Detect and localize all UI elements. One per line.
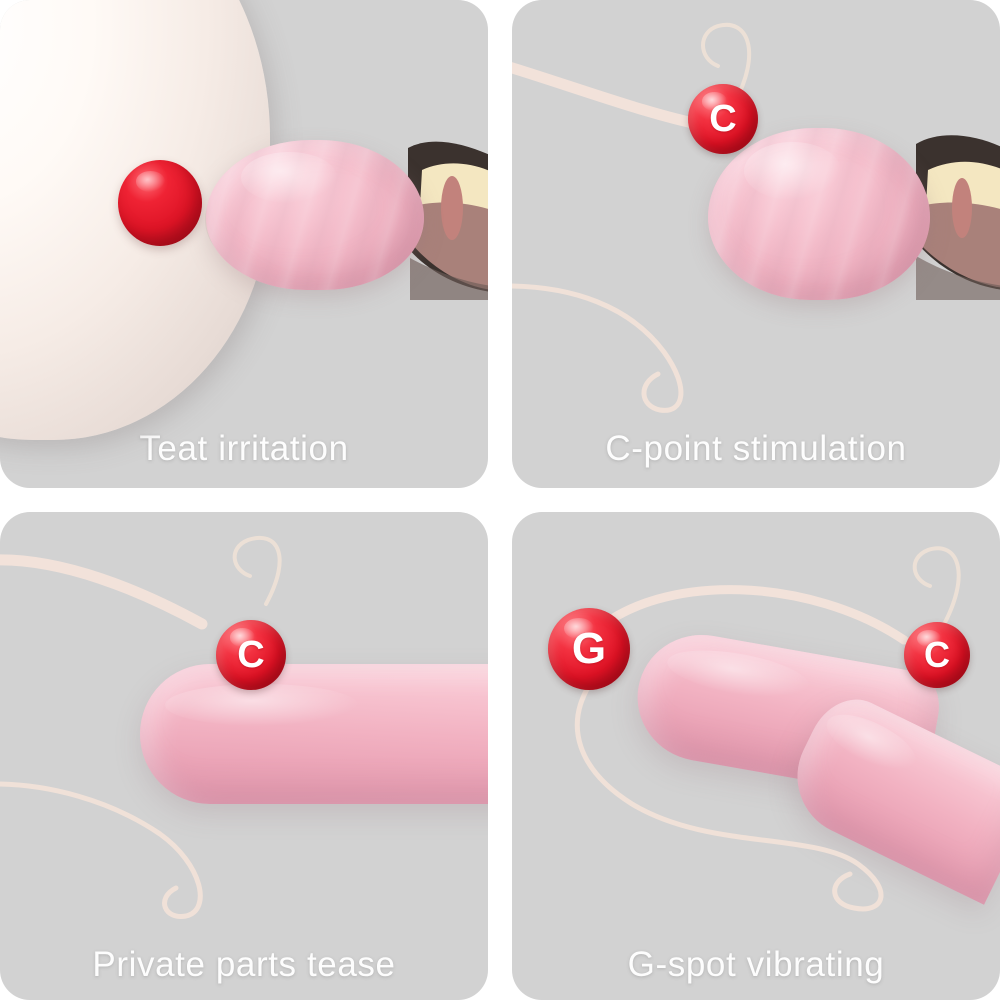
bulb-gloss-highlight bbox=[240, 152, 337, 203]
g-spot-badge[interactable]: G bbox=[548, 608, 630, 690]
c-point-badge[interactable]: C bbox=[688, 84, 758, 154]
red-sphere bbox=[118, 160, 202, 246]
c-point-badge[interactable]: C bbox=[904, 622, 970, 688]
panel-caption: Teat irritation bbox=[139, 428, 349, 468]
scene-g-spot-vibrating: G C bbox=[512, 512, 1000, 1000]
ribbed-bulb-head bbox=[708, 128, 930, 300]
c-point-badge-letter: C bbox=[924, 634, 950, 675]
cropped-hand-edge bbox=[916, 130, 1000, 300]
shaft-highlight bbox=[165, 683, 359, 726]
ribbed-bulb-head bbox=[206, 140, 424, 290]
cord-lower bbox=[0, 781, 203, 919]
panel-caption: G-spot vibrating bbox=[627, 944, 885, 984]
panel-caption: Private parts tease bbox=[92, 944, 396, 984]
scene-c-point-stimulation: C bbox=[512, 0, 1000, 488]
panel-g-spot-vibrating[interactable]: G C G-spot vibrating bbox=[512, 512, 1000, 1000]
g-spot-badge-letter: G bbox=[571, 624, 607, 673]
c-point-badge-letter: C bbox=[709, 97, 737, 140]
panel-private-parts-tease[interactable]: C Private parts tease bbox=[0, 512, 488, 1000]
cropped-hand-edge-art bbox=[408, 141, 488, 300]
c-point-badge-letter: C bbox=[237, 633, 265, 676]
tapered-shaft bbox=[140, 664, 488, 804]
scene-teat-irritation bbox=[0, 0, 488, 488]
panel-teat-irritation[interactable]: Teat irritation bbox=[0, 0, 488, 488]
cord-lower bbox=[512, 283, 684, 413]
cord-upper bbox=[0, 536, 282, 630]
bulb-gloss-highlight bbox=[743, 141, 842, 201]
cropped-hand-edge-art bbox=[916, 135, 1000, 300]
panel-c-point-stimulation[interactable]: C C-point stimulation bbox=[512, 0, 1000, 488]
panel-caption: C-point stimulation bbox=[605, 428, 907, 468]
cord-arc bbox=[587, 546, 961, 645]
scene-private-parts-tease: C bbox=[0, 512, 488, 1000]
cord-lower bbox=[574, 681, 884, 912]
c-point-badge[interactable]: C bbox=[216, 620, 286, 690]
cropped-hand-edge bbox=[408, 140, 488, 300]
cord-upper bbox=[512, 22, 752, 132]
